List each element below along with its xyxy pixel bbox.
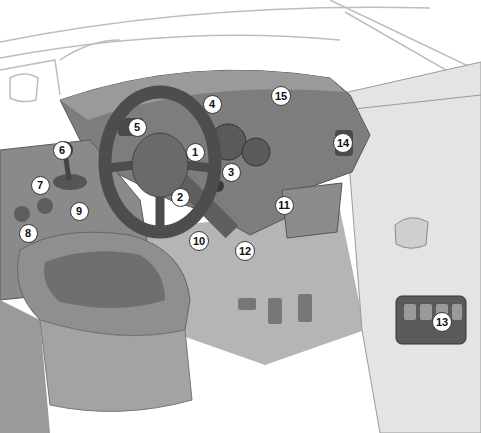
callout-circle: 9 xyxy=(70,202,89,221)
door-handle xyxy=(395,218,428,249)
callout-number: 1 xyxy=(192,147,198,158)
instrument-dial xyxy=(242,138,270,166)
callout-circle: 2 xyxy=(171,188,190,207)
a-pillar xyxy=(330,0,481,72)
window-switch-panel xyxy=(396,296,466,344)
pedal xyxy=(268,298,282,324)
interior-mirror-arm xyxy=(60,40,120,60)
cup-holder xyxy=(37,198,53,214)
callout-number: 8 xyxy=(25,228,31,239)
callout-number: 7 xyxy=(37,180,43,191)
callout-circle: 12 xyxy=(235,241,255,261)
windscreen-top xyxy=(0,35,340,58)
callout-number: 9 xyxy=(76,206,82,217)
door-sill-line xyxy=(345,95,481,110)
window-switch xyxy=(420,304,432,320)
seat-insert xyxy=(44,251,165,308)
callout-circle: 6 xyxy=(53,141,72,160)
window-switch xyxy=(452,304,462,320)
cup-holder xyxy=(14,206,30,222)
pedal xyxy=(238,298,256,310)
callout-circle: 3 xyxy=(222,163,241,182)
callout-number: 15 xyxy=(275,91,287,102)
callout-number: 12 xyxy=(239,246,251,257)
callout-circle: 11 xyxy=(275,196,294,215)
callout-number: 14 xyxy=(337,138,349,149)
callout-circle: 1 xyxy=(186,143,205,162)
pedal xyxy=(298,294,312,322)
callout-number: 6 xyxy=(59,145,65,156)
callout-number: 13 xyxy=(436,317,448,328)
callout-number: 2 xyxy=(177,192,183,203)
left-mirror xyxy=(10,74,38,102)
callout-number: 5 xyxy=(134,122,140,133)
seat-base xyxy=(40,320,192,411)
callout-circle: 13 xyxy=(432,312,452,332)
callout-number: 10 xyxy=(193,236,205,247)
callout-circle: 10 xyxy=(189,231,209,251)
callout-circle: 7 xyxy=(31,176,50,195)
left-window xyxy=(0,60,60,95)
seat-cushion xyxy=(18,232,191,335)
callout-number: 11 xyxy=(278,200,290,211)
steering-wheel xyxy=(105,92,215,232)
callout-circle: 4 xyxy=(203,95,222,114)
callout-circle: 5 xyxy=(128,118,147,137)
callout-number: 4 xyxy=(209,99,215,110)
wheel-spoke xyxy=(108,165,135,168)
callout-number: 3 xyxy=(228,167,234,178)
wheel-spoke xyxy=(185,165,212,168)
window-switch xyxy=(404,304,416,320)
wheel-spoke xyxy=(156,197,165,226)
callout-circle: 8 xyxy=(19,224,38,243)
callout-circle: 14 xyxy=(333,133,353,153)
callout-circle: 15 xyxy=(271,86,291,106)
